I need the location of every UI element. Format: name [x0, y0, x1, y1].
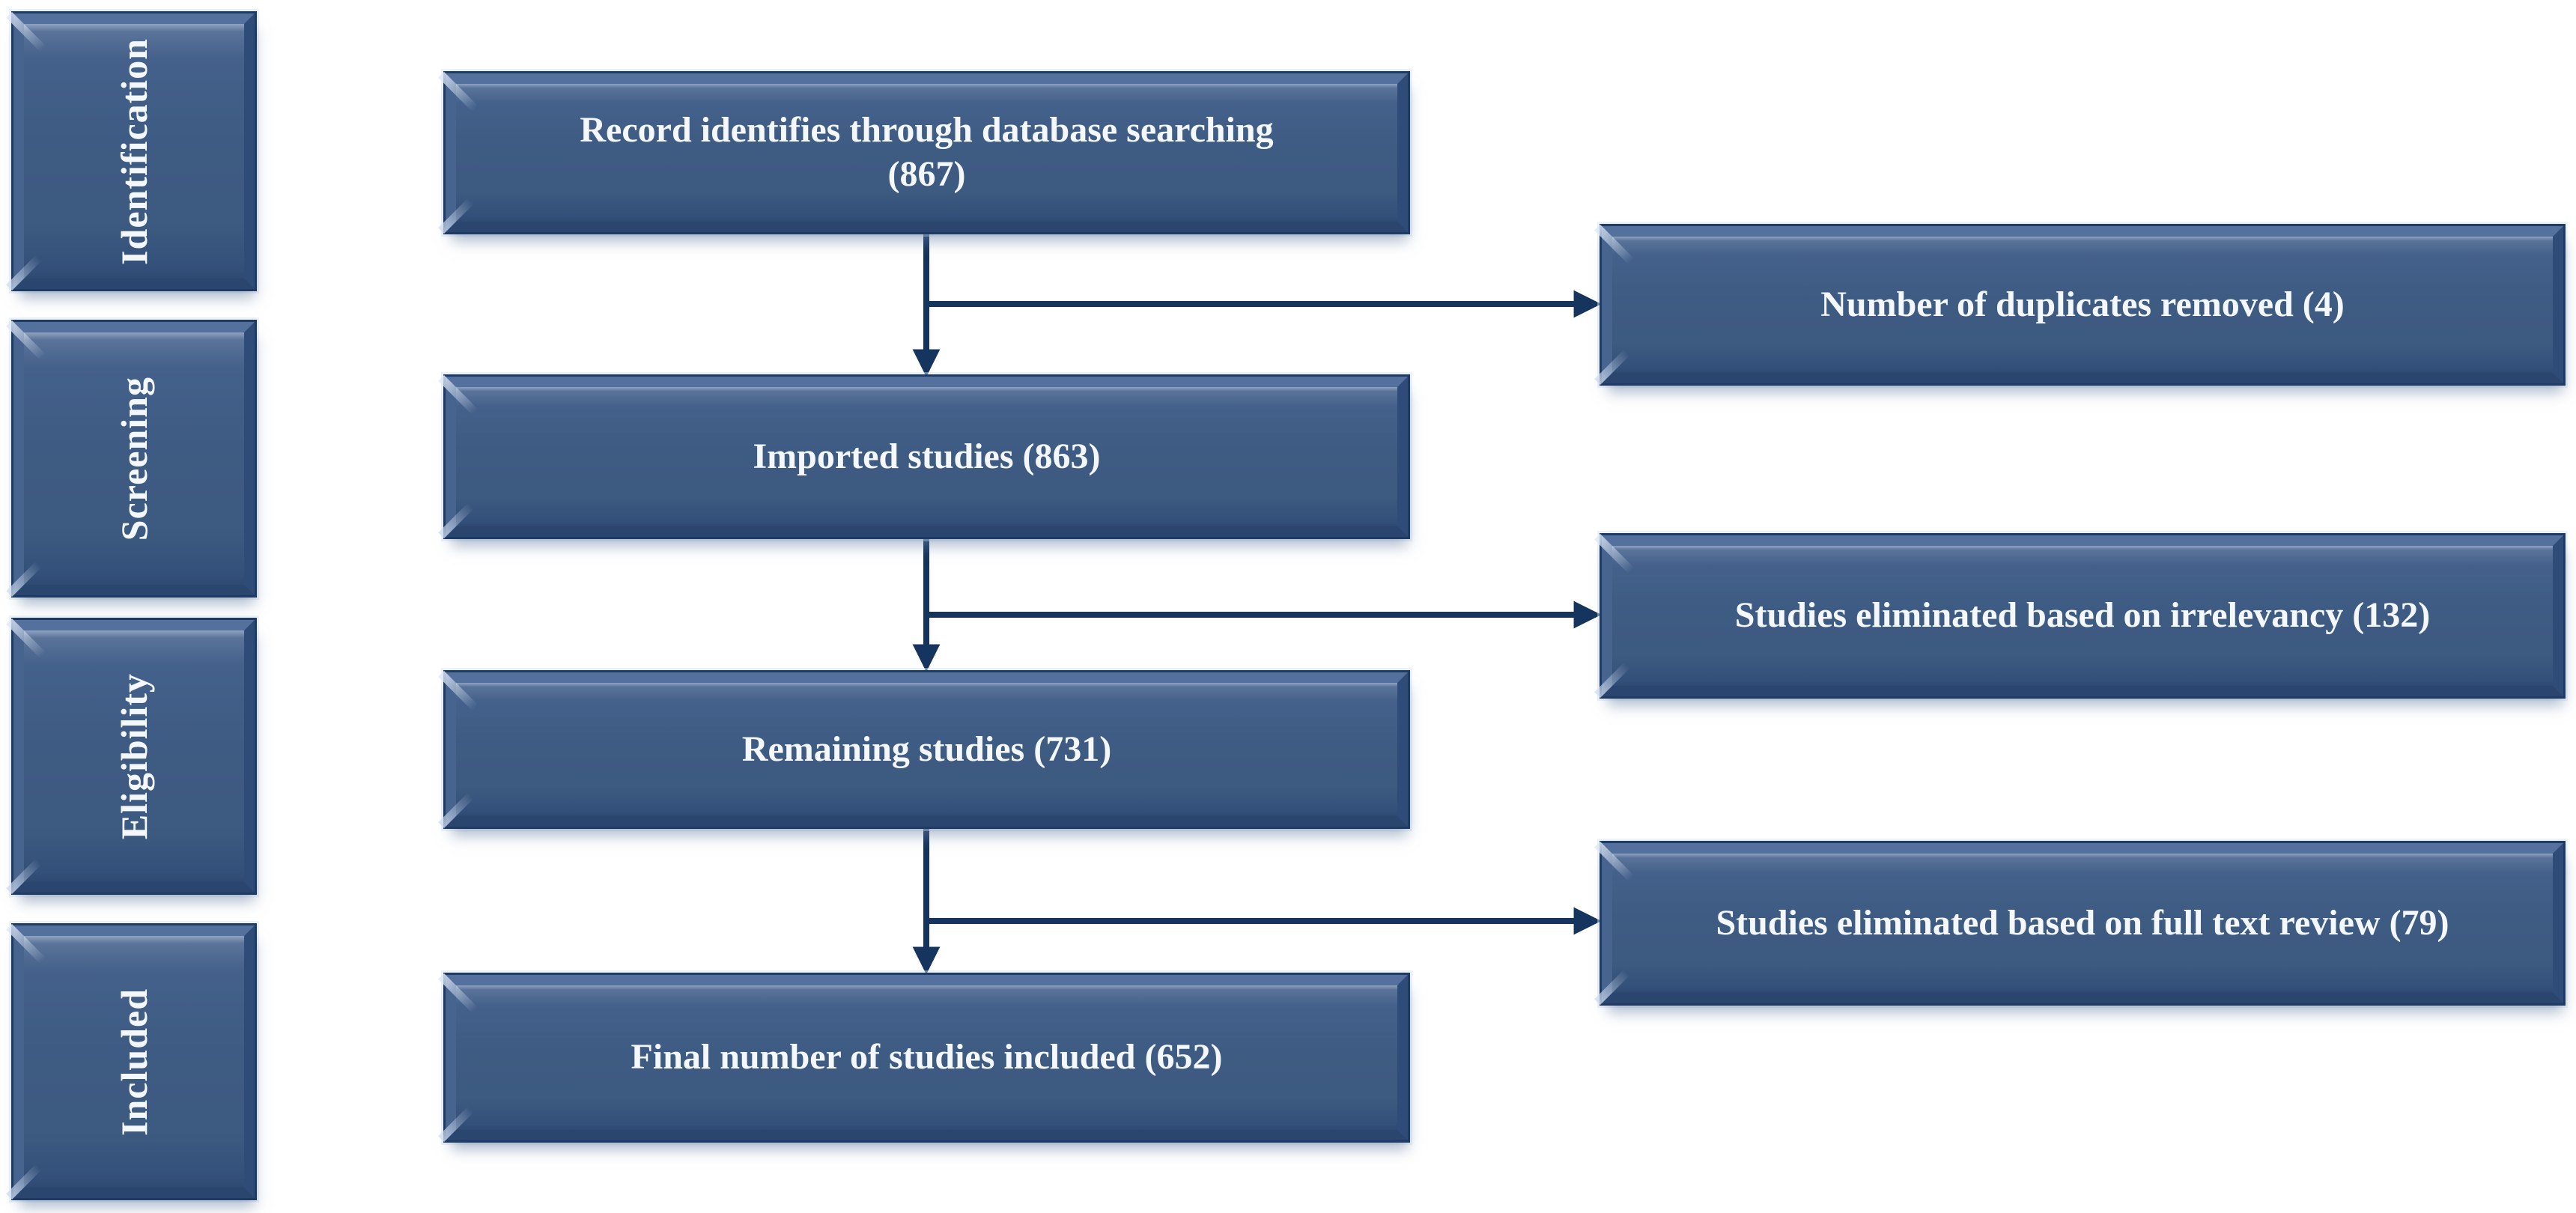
flow-box-records-identified-line1: Record identifies through database searc… — [580, 110, 1274, 151]
exclusion-box-duplicates-removed-label: Number of duplicates removed (4) — [1820, 284, 2345, 324]
phase-box-eligibility: Eligibility — [13, 620, 255, 893]
flow-box-imported-studies: Imported studies (863) — [446, 377, 1408, 537]
exclusion-box-full-text-review: Studies eliminated based on full text re… — [1602, 843, 2563, 1003]
phase-label-eligibility: Eligibility — [112, 672, 155, 840]
phase-box-screening: Screening — [13, 322, 255, 595]
flow-box-final-included-label: Final number of studies included (652) — [631, 1037, 1223, 1077]
flow-box-records-identified-count: (867) — [887, 154, 966, 194]
flow-box-records-identified: Record identifies through database searc… — [446, 73, 1408, 232]
exclusion-box-duplicates-removed: Number of duplicates removed (4) — [1602, 226, 2563, 383]
phase-label-screening: Screening — [112, 376, 155, 541]
phase-box-identification: Identification — [13, 13, 255, 289]
phase-label-included: Included — [112, 988, 155, 1136]
exclusion-box-irrelevancy: Studies eliminated based on irrelevancy … — [1602, 535, 2563, 696]
flow-box-imported-studies-label: Imported studies (863) — [753, 436, 1101, 476]
exclusion-box-full-text-review-label: Studies eliminated based on full text re… — [1716, 902, 2449, 943]
phase-box-included: Included — [13, 925, 255, 1198]
flow-box-remaining-studies: Remaining studies (731) — [446, 672, 1408, 827]
exclusion-box-irrelevancy-label: Studies eliminated based on irrelevancy … — [1734, 595, 2431, 636]
flow-box-remaining-studies-label: Remaining studies (731) — [741, 729, 1112, 769]
flow-box-final-included: Final number of studies included (652) — [446, 975, 1408, 1140]
phase-label-identification: Identification — [112, 37, 155, 265]
